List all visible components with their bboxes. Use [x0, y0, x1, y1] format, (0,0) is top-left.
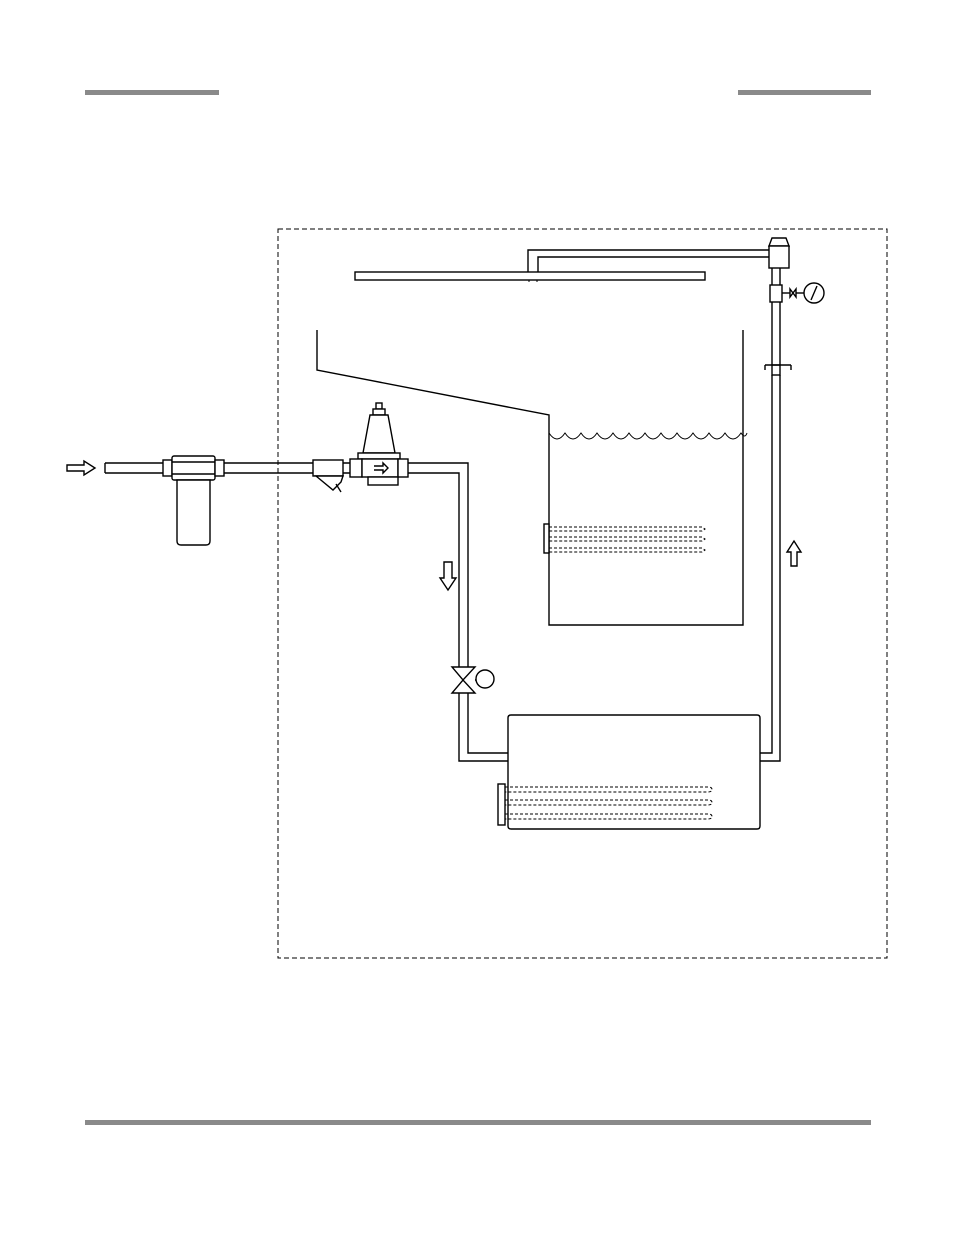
water-filter [163, 456, 224, 545]
inlet-arrow-icon [67, 461, 95, 475]
water-level [549, 433, 747, 439]
up-flow-arrow-icon [787, 541, 801, 566]
down-flow-arrow-icon [440, 562, 456, 590]
pressure-reducing-valve [350, 403, 408, 485]
machine-boundary [278, 229, 887, 958]
vacuum-breaker [769, 238, 789, 285]
solenoid-valve [452, 667, 494, 693]
gauge-valve [770, 285, 804, 302]
pressure-gauge-icon [804, 283, 824, 303]
feed-pipe [408, 463, 508, 761]
tank-heater-elements [549, 527, 705, 552]
booster-heater [498, 715, 760, 829]
spray-manifold [355, 272, 705, 282]
y-strainer [313, 460, 343, 492]
riser-pipe [760, 302, 791, 761]
rinse-line [528, 250, 769, 272]
